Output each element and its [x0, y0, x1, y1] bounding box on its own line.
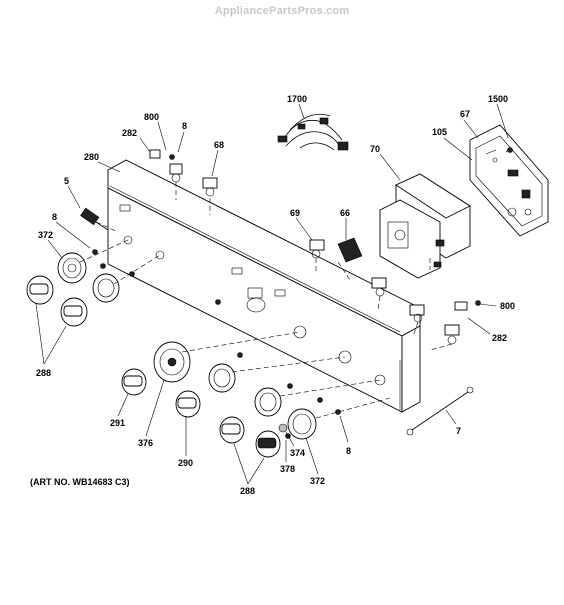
callout-378: 378	[280, 464, 295, 474]
control-board	[469, 124, 549, 237]
callout-282: 282	[122, 128, 137, 138]
callout-374: 374	[290, 448, 305, 458]
leader-lines	[35, 103, 509, 485]
callout-67: 67	[460, 109, 470, 119]
callout-800-right: 800	[500, 301, 515, 311]
callout-282-right: 282	[492, 333, 507, 343]
callout-291: 291	[110, 418, 125, 428]
callout-105: 105	[432, 127, 447, 137]
callout-280: 280	[84, 152, 99, 162]
knob-assemblies	[26, 252, 317, 458]
callout-288: 288	[36, 368, 51, 378]
ground-wire	[406, 386, 474, 436]
callout-376: 376	[138, 438, 153, 448]
art-number-caption: (ART NO. WB14683 C3)	[30, 477, 130, 487]
callout-1500: 1500	[488, 94, 508, 104]
callout-70: 70	[370, 144, 380, 154]
igniter-module	[379, 173, 471, 279]
callout-8-bottom: 8	[346, 446, 351, 456]
callout-68: 68	[214, 140, 224, 150]
callout-372-bottom: 372	[310, 476, 325, 486]
callout-69: 69	[290, 208, 300, 218]
watermark: AppliancePartsPros.com	[214, 5, 350, 17]
callout-66: 66	[340, 208, 350, 218]
callout-8: 8	[182, 121, 187, 131]
callout-labels: 800 8 282 68 280 1700 1500 67 105 70 5 8…	[36, 94, 515, 496]
callout-372: 372	[38, 230, 53, 240]
igniter-switch	[80, 207, 109, 231]
callout-800: 800	[144, 112, 159, 122]
callout-5: 5	[64, 176, 69, 186]
callout-290: 290	[178, 458, 193, 468]
callout-8-left: 8	[52, 212, 57, 222]
callout-1700: 1700	[287, 94, 307, 104]
backsplash-panel	[107, 159, 421, 413]
assembly-lines	[79, 182, 453, 419]
callout-7: 7	[456, 426, 461, 436]
part-66-cover	[337, 237, 363, 263]
callout-288-bottom: 288	[240, 486, 255, 496]
wire-harness	[277, 113, 349, 151]
